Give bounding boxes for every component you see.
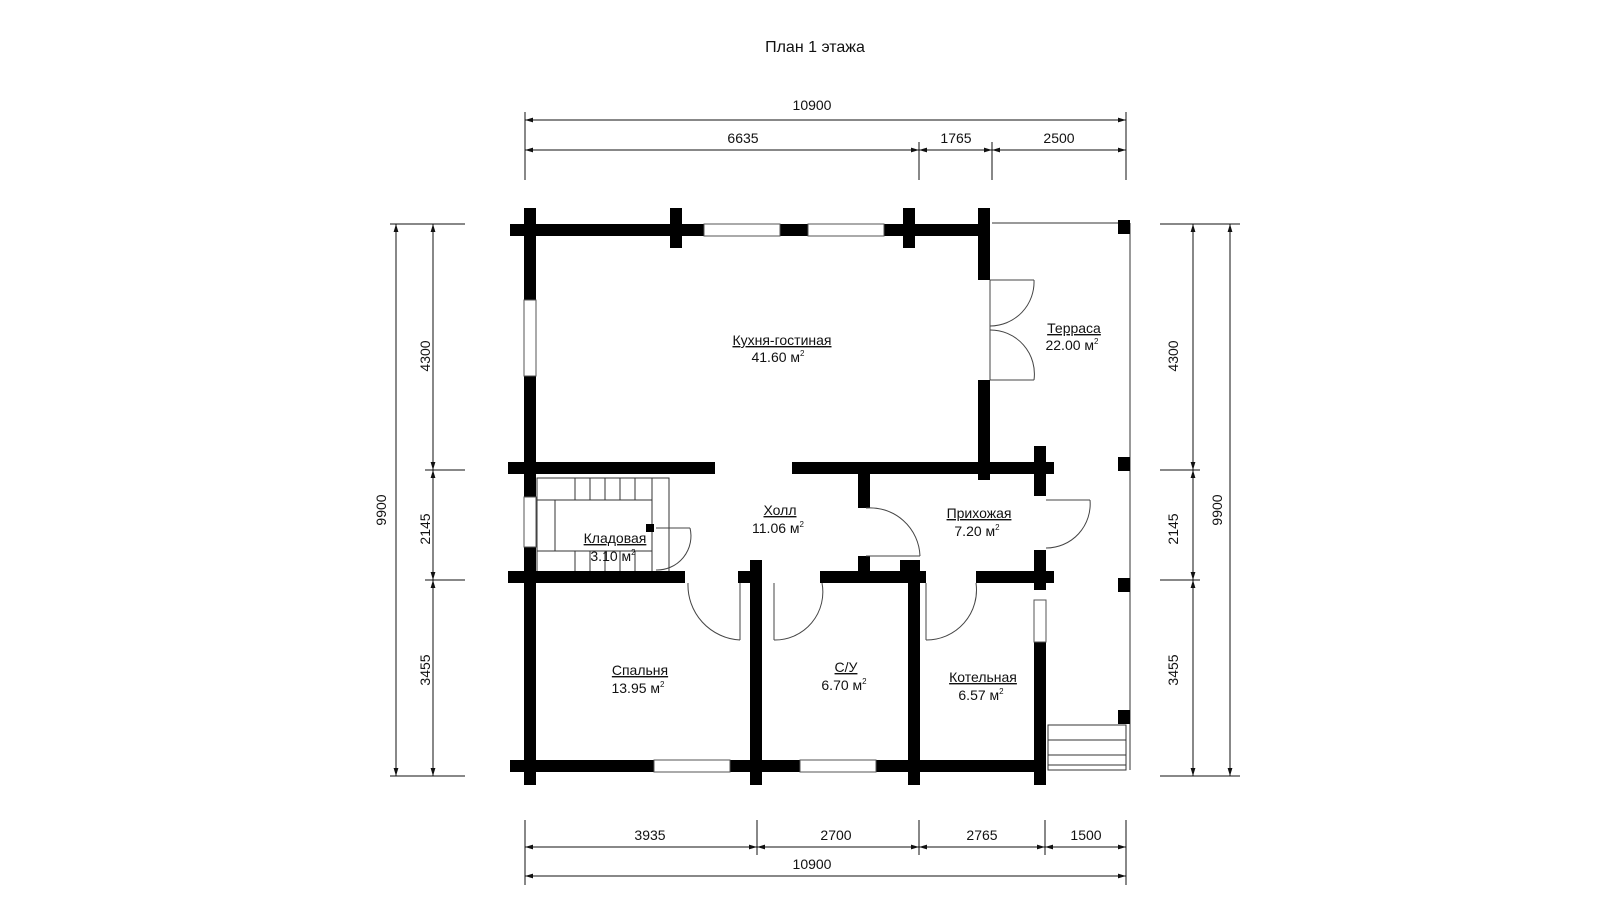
dim-right-2: 2145 (1165, 513, 1181, 544)
dim-left-total: 9900 (373, 494, 389, 525)
windows (523, 223, 1047, 773)
room-label-bedroom: Спальня 13.95 м2 (611, 662, 668, 696)
bottom-dimensions: 3935 2700 2765 1500 10900 (524, 820, 1127, 885)
dim-bottom-total: 10900 (793, 856, 832, 872)
terrace-outline (992, 220, 1131, 771)
room-area: 13.95 м2 (611, 680, 665, 696)
right-dimensions: 4300 2145 3455 9900 (1160, 223, 1240, 777)
dim-top-3: 2500 (1043, 130, 1074, 146)
dim-right-3: 3455 (1165, 654, 1181, 685)
room-area: 22.00 м2 (1045, 337, 1099, 353)
dim-left-2: 2145 (417, 513, 433, 544)
top-dimensions: 10900 6635 1765 2500 (524, 97, 1127, 180)
dim-bottom-1: 3935 (634, 827, 665, 843)
room-name: Кухня-гостиная (732, 332, 831, 348)
room-area: 3.10 м2 (590, 548, 636, 564)
dim-bottom-3: 2765 (966, 827, 997, 843)
room-name: Кладовая (584, 530, 647, 546)
room-label-hall: Холл 11.06 м2 (752, 502, 805, 536)
room-name: Холл (764, 502, 797, 518)
dim-top-1: 6635 (727, 130, 758, 146)
room-name: Спальня (612, 662, 668, 678)
room-label-boiler: Котельная 6.57 м2 (949, 669, 1017, 703)
room-area: 6.57 м2 (958, 687, 1004, 703)
room-area: 11.06 м2 (752, 520, 805, 536)
room-label-terrace: Терраса 22.00 м2 (1045, 320, 1101, 353)
room-name: Котельная (949, 669, 1017, 685)
dim-right-total: 9900 (1209, 494, 1225, 525)
plan-title: План 1 этажа (765, 39, 865, 56)
room-area: 6.70 м2 (821, 677, 867, 693)
walls (508, 208, 1054, 785)
room-label-bathroom: С/У 6.70 м2 (821, 659, 867, 693)
doors (655, 279, 1091, 641)
room-label-kitchen-living: Кухня-гостиная 41.60 м2 (732, 332, 831, 365)
dim-right-1: 4300 (1165, 340, 1181, 371)
room-name: С/У (835, 659, 858, 675)
dim-top-total: 10900 (793, 97, 832, 113)
left-dimensions: 9900 4300 2145 3455 (373, 223, 465, 777)
room-name: Терраса (1047, 320, 1101, 336)
dim-top-2: 1765 (940, 130, 971, 146)
room-label-entrance: Прихожая 7.20 м2 (947, 505, 1012, 539)
room-name: Прихожая (947, 505, 1012, 521)
dim-bottom-4: 1500 (1070, 827, 1101, 843)
dim-bottom-2: 2700 (820, 827, 851, 843)
room-area: 41.60 м2 (751, 349, 805, 365)
room-label-storage: Кладовая 3.10 м2 (584, 530, 647, 564)
dim-left-3: 3455 (417, 654, 433, 685)
room-area: 7.20 м2 (954, 523, 1000, 539)
dim-left-1: 4300 (417, 340, 433, 371)
